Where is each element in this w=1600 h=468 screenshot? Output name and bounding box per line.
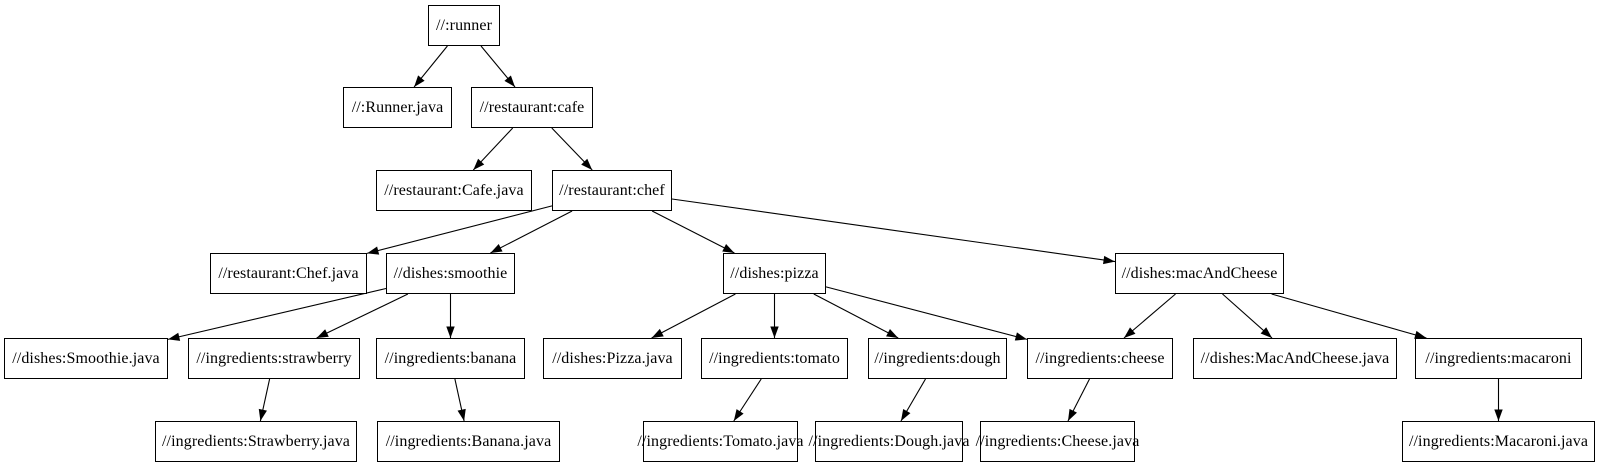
node-label: //restaurant:chef — [559, 181, 665, 199]
node-label: //:runner — [436, 16, 492, 34]
graph-node-chef: //restaurant:chef — [552, 170, 672, 211]
node-label: //ingredients:Tomato.java — [637, 432, 804, 450]
graph-node-banana: //ingredients:banana — [376, 338, 525, 379]
graph-node-pizza: //dishes:pizza — [723, 253, 826, 294]
graph-edge-runner-to-runner-java — [413, 45, 448, 88]
node-label: //dishes:Pizza.java — [552, 349, 673, 367]
graph-node-smoothie: //dishes:smoothie — [386, 253, 515, 294]
graph-node-strawberry-java: //ingredients:Strawberry.java — [155, 421, 357, 462]
graph-node-dough: //ingredients:dough — [868, 338, 1007, 379]
node-label: //ingredients:Cheese.java — [975, 432, 1140, 450]
graph-node-cafe-java: //restaurant:Cafe.java — [376, 170, 532, 211]
node-label: //ingredients:macaroni — [1425, 349, 1572, 367]
graph-edge-mac-and-cheese-to-mac-and-cheese-java — [1222, 293, 1273, 339]
node-label: //ingredients:Banana.java — [385, 432, 552, 450]
graph-node-runner-java: //:Runner.java — [343, 87, 452, 128]
graph-edge-cheese-to-cheese-java — [1067, 378, 1090, 422]
graph-edge-chef-to-pizza — [651, 210, 735, 254]
graph-node-tomato-java: //ingredients:Tomato.java — [637, 421, 804, 462]
graph-edge-runner-to-cafe — [480, 45, 516, 88]
graph-node-mac-and-cheese: //dishes:macAndCheese — [1115, 253, 1284, 294]
graph-node-cheese-java: //ingredients:Cheese.java — [976, 421, 1139, 462]
graph-edge-mac-and-cheese-to-cheese — [1123, 293, 1176, 339]
node-label: //ingredients:tomato — [709, 349, 840, 367]
graph-edge-pizza-to-pizza-java — [651, 293, 736, 339]
graph-edge-smoothie-to-smoothie-java — [167, 287, 387, 341]
node-label: //dishes:smoothie — [393, 264, 508, 282]
graph-edge-pizza-to-cheese — [825, 286, 1028, 341]
node-label: //ingredients:strawberry — [196, 349, 352, 367]
graph-node-macaroni: //ingredients:macaroni — [1415, 338, 1582, 379]
node-label: //:Runner.java — [351, 98, 444, 116]
node-label: //ingredients:Strawberry.java — [161, 432, 351, 450]
graph-node-tomato: //ingredients:tomato — [701, 338, 848, 379]
node-label: //dishes:macAndCheese — [1121, 264, 1278, 282]
graph-edge-strawberry-to-strawberry-java — [258, 378, 271, 422]
node-label: //ingredients:Dough.java — [808, 432, 970, 450]
node-label: //dishes:Smoothie.java — [12, 349, 160, 367]
graph-edge-chef-to-chef-java — [366, 205, 553, 255]
graph-edge-cafe-to-cafe-java — [472, 127, 514, 171]
node-label: //ingredients:Macaroni.java — [1408, 432, 1589, 450]
graph-edge-banana-to-banana-java — [454, 378, 466, 422]
node-label: //restaurant:Cafe.java — [384, 181, 524, 199]
graph-edge-pizza-to-dough — [813, 293, 899, 339]
graph-node-chef-java: //restaurant:Chef.java — [210, 253, 367, 294]
graph-node-smoothie-java: //dishes:Smoothie.java — [4, 338, 168, 379]
node-label: //dishes:MacAndCheese.java — [1200, 349, 1390, 367]
graph-node-pizza-java: //dishes:Pizza.java — [543, 338, 682, 379]
graph-node-strawberry: //ingredients:strawberry — [188, 338, 360, 379]
graph-node-cheese: //ingredients:cheese — [1027, 338, 1173, 379]
graph-edge-dough-to-dough-java — [900, 378, 926, 422]
node-label: //ingredients:cheese — [1035, 349, 1165, 367]
graph-edge-cafe-to-chef — [551, 127, 593, 171]
node-label: //ingredients:banana — [384, 349, 517, 367]
graph-edge-smoothie-to-strawberry — [316, 293, 409, 339]
graph-node-banana-java: //ingredients:Banana.java — [377, 421, 560, 462]
graph-node-cafe: //restaurant:cafe — [471, 87, 593, 128]
graph-edge-chef-to-smoothie — [490, 210, 573, 254]
graph-node-macaroni-java: //ingredients:Macaroni.java — [1402, 421, 1595, 462]
graph-edge-tomato-to-tomato-java — [733, 378, 762, 422]
graph-node-runner: //:runner — [428, 5, 500, 46]
node-label: //dishes:pizza — [730, 264, 819, 282]
node-label: //ingredients:dough — [874, 349, 1001, 367]
graph-edge-mac-and-cheese-to-macaroni — [1271, 293, 1427, 339]
graph-node-dough-java: //ingredients:Dough.java — [808, 421, 969, 462]
node-label: //restaurant:Chef.java — [218, 264, 359, 282]
graph-edge-chef-to-mac-and-cheese — [671, 198, 1116, 265]
node-label: //restaurant:cafe — [479, 98, 585, 116]
graph-node-mac-and-cheese-java: //dishes:MacAndCheese.java — [1193, 338, 1397, 379]
